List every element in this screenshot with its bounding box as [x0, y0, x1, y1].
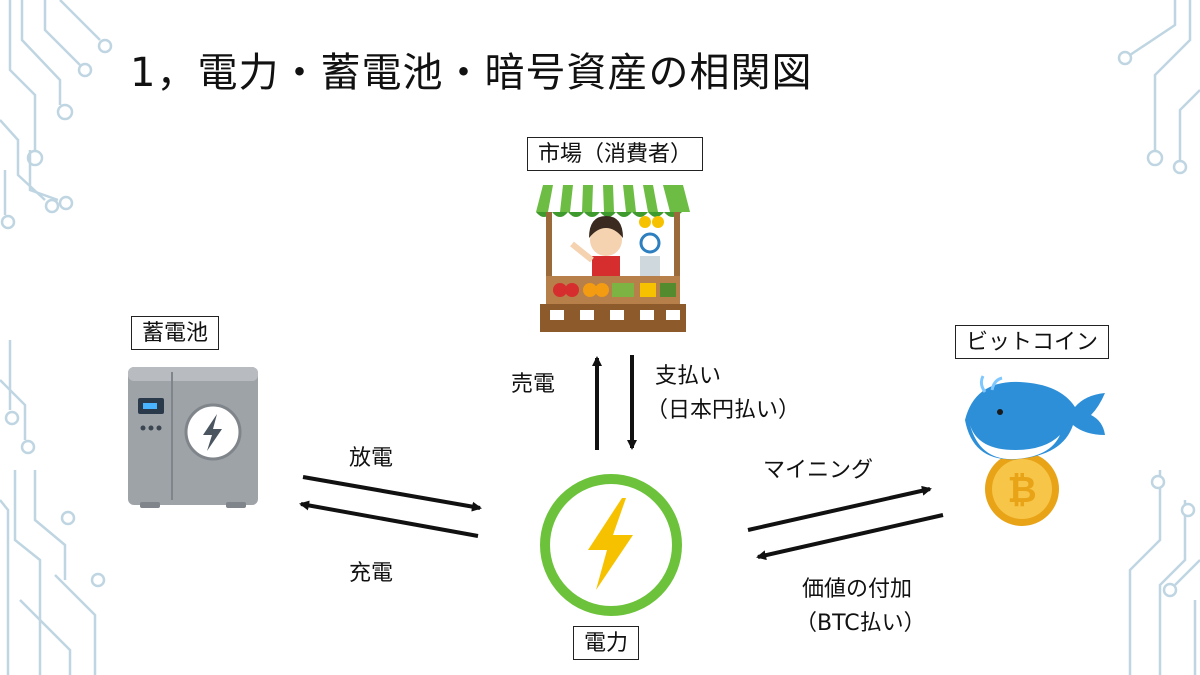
market-label-box: 市場（消費者）	[527, 137, 704, 171]
value-add-sub-label: （BTC払い）	[795, 611, 926, 636]
value-add-label: 価値の付加	[802, 577, 913, 602]
battery-label-box: 蓄電池	[131, 316, 220, 350]
mining-label: マイニング	[763, 458, 874, 483]
discharge-label: 放電	[349, 446, 394, 471]
power-label-box: 電力	[573, 626, 640, 660]
battery-label: 蓄電池	[142, 321, 209, 346]
sell-power-label: 売電	[511, 372, 556, 397]
bitcoin-label: ビットコイン	[966, 330, 1099, 355]
power-label: 電力	[584, 631, 629, 656]
svg-text:₿: ₿	[1007, 470, 1036, 511]
charge-label: 充電	[349, 561, 394, 586]
arrow-discharge	[302, 475, 482, 512]
payment-label: 支払い	[655, 364, 722, 389]
market-label: 市場（消費者）	[538, 142, 693, 167]
payment-sub-label: （日本円払い）	[646, 398, 801, 423]
arrow-charge	[299, 500, 479, 538]
bitcoin-label-box: ビットコイン	[955, 325, 1110, 359]
arrow-value-add	[756, 513, 944, 561]
arrow-mining	[747, 485, 932, 532]
page-title: 1，電力・蓄電池・暗号資産の相関図	[130, 50, 813, 96]
